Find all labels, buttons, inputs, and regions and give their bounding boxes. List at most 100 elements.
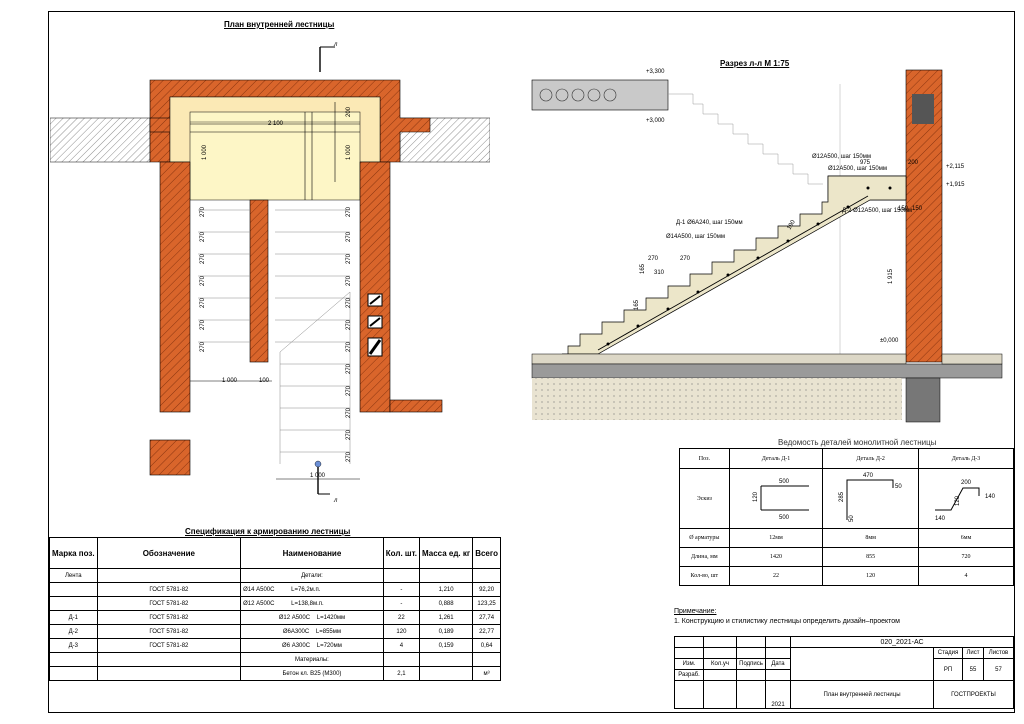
spec-row: ГОСТ 5781-82 Ø14 А500С L=76,2м.п. -1,210… <box>49 582 501 597</box>
svg-text:270: 270 <box>346 231 352 242</box>
svg-text:270: 270 <box>200 319 206 330</box>
d2-sketch: 470 50 285 50 <box>822 468 919 529</box>
plan-title: План внутренней лестницы <box>224 20 335 29</box>
spec-row: Бетон кл. В25 (М300)2,1 м³ <box>49 666 501 681</box>
stamp-sheets: 57 <box>983 658 1014 681</box>
details-title: Ведомость деталей монолитной лестницы <box>778 438 937 447</box>
svg-text:270: 270 <box>346 341 352 352</box>
svg-text:50: 50 <box>895 484 902 490</box>
svg-text:270: 270 <box>200 275 206 286</box>
plan-dim-1000b: 1 000 <box>346 144 352 160</box>
svg-text:270: 270 <box>346 319 352 330</box>
notes-item: 1. Конструкцию и стилистику лестницы опр… <box>674 618 900 625</box>
section-drawing: +3,300 +3,000 +2,115 +1,915 ±0,000 Ø12А5… <box>531 69 1003 423</box>
det-h-d3: Деталь Д-3 <box>918 448 1014 469</box>
note-5: Д-2 Ø12А500, шаг 150мм <box>842 208 912 214</box>
dim-270b: 270 <box>680 256 691 262</box>
svg-text:140: 140 <box>935 516 946 522</box>
svg-text:50: 50 <box>849 514 855 521</box>
svg-text:270: 270 <box>346 429 352 440</box>
svg-text:200: 200 <box>961 480 972 486</box>
dim-150a: 150 <box>898 206 909 212</box>
d1-sketch: 500 120 500 <box>728 468 824 529</box>
d3-sketch: 200 140 120 140 <box>918 468 1014 529</box>
plan-dim-step: 270 <box>200 206 206 217</box>
plan-dim-1000a: 1 000 <box>202 144 208 160</box>
dim-1915: 1 915 <box>888 268 894 284</box>
svg-text:270: 270 <box>346 253 352 264</box>
plan-dim-200: 200 <box>346 106 352 117</box>
plan-dim-1000d: 1 000 <box>310 473 326 479</box>
spec-h-total: Всего <box>472 537 501 569</box>
svg-text:140: 140 <box>985 494 996 500</box>
det-sketch-label: Эскиз <box>679 468 730 529</box>
det-h-d2: Деталь Д-2 <box>822 448 919 469</box>
stamp-stage: РП <box>933 658 963 681</box>
det-h-pos: Поз. <box>679 448 730 469</box>
note-2: Ø12А500, шаг 150мм <box>828 166 887 172</box>
spec-table: Марка поз. Обозначение Наименование Кол.… <box>49 537 501 681</box>
svg-text:270: 270 <box>346 206 352 217</box>
spec-row: Материалы: <box>49 652 501 667</box>
spec-row: Лента Детали: <box>49 568 501 583</box>
spec-h-mark: Марка поз. <box>49 537 98 569</box>
svg-text:270: 270 <box>346 275 352 286</box>
dim-150b: 150 <box>912 206 923 212</box>
svg-text:270: 270 <box>346 407 352 418</box>
level-1915: +1,915 <box>946 182 965 188</box>
spec-h-code: Обозначение <box>96 537 242 569</box>
note-3: Д-1 Ø6А240, шаг 150мм <box>676 220 743 226</box>
svg-text:120: 120 <box>753 491 759 502</box>
plan-dim-1000c: 1 000 <box>222 378 238 384</box>
stamp-company: ГОСТПРОЕКТЫ <box>933 680 1014 709</box>
det-h-d1: Деталь Д-1 <box>728 448 824 469</box>
svg-text:285: 285 <box>839 491 845 502</box>
svg-text:500: 500 <box>779 479 790 485</box>
svg-text:270: 270 <box>346 297 352 308</box>
spec-h-mass: Масса ед. кг <box>418 537 474 569</box>
spec-h-name: Наименование <box>240 537 384 569</box>
dim-270a: 270 <box>648 256 659 262</box>
level-3000: +3,000 <box>646 118 665 124</box>
level-0000: ±0,000 <box>880 338 899 344</box>
note-1: Ø12А500, шаг 150мм <box>812 154 871 160</box>
plan-section-mark-top: л <box>333 42 338 48</box>
svg-text:270: 270 <box>346 451 352 462</box>
svg-text:270: 270 <box>200 253 206 264</box>
plan-drawing: 2 100 1 000 1 000 200 270 270 270 270 27… <box>50 42 490 504</box>
dim-975: 975 <box>860 160 871 166</box>
dim-165a: 165 <box>640 263 646 274</box>
svg-text:500: 500 <box>779 515 790 521</box>
plan-dim-100: 100 <box>259 378 270 384</box>
plan-dim-2100: 2 100 <box>268 121 284 127</box>
stamp-year: 2021 <box>765 680 791 709</box>
dim-190: 190 <box>787 219 798 231</box>
note-4: Ø14А500, шаг 150мм <box>666 234 725 240</box>
svg-text:470: 470 <box>863 473 874 479</box>
svg-text:120: 120 <box>955 495 961 506</box>
dim-165b: 165 <box>634 299 640 310</box>
dim-200: 200 <box>908 160 919 166</box>
stamp-sheet: 55 <box>962 658 984 681</box>
svg-text:270: 270 <box>200 341 206 352</box>
spec-title: Спецификация к армированию лестницы <box>185 527 351 536</box>
dim-310: 310 <box>654 270 665 276</box>
details-table: Поз. Деталь Д-1 Деталь Д-2 Деталь Д-3 Эс… <box>679 448 1014 586</box>
svg-text:270: 270 <box>200 231 206 242</box>
plan-section-mark-bottom: л <box>333 498 338 504</box>
section-title: Разрез л-л М 1:75 <box>720 59 790 68</box>
svg-text:270: 270 <box>200 297 206 308</box>
stamp-code: 020_2021-АС <box>790 636 1014 648</box>
spec-h-qty: Кол. шт. <box>382 537 421 569</box>
level-2115: +2,115 <box>946 164 965 170</box>
level-3300: +3,300 <box>646 69 665 75</box>
sheet-frame <box>48 11 1015 713</box>
spec-row: ГОСТ 5781-82 Ø12 А500С L=138,8м.п. -0,88… <box>49 596 501 611</box>
svg-text:270: 270 <box>346 385 352 396</box>
stamp-title: План внутренней лестницы <box>790 680 934 709</box>
